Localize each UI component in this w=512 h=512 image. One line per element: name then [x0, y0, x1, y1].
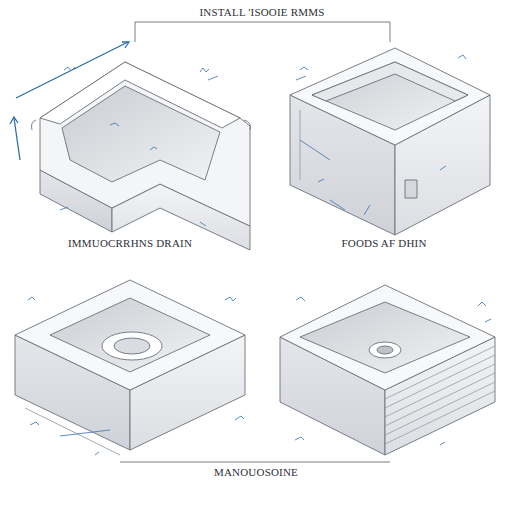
figure-label: FOODS AF DHIN: [341, 237, 426, 249]
annotation-marks: [28, 55, 491, 455]
diagram-title: INSTALL 'ISOOIE RMMS: [199, 6, 324, 18]
drain-box-ribbed: [280, 285, 495, 455]
figure-label: IMMUOCRRHNS DRAIN: [68, 237, 192, 249]
drain-box-open: [290, 48, 490, 235]
rib-lines: [385, 346, 495, 444]
gutter-corner: [32, 62, 251, 250]
diagram-caption: MANOUOSOINE: [214, 466, 298, 478]
drain-box-round: [15, 280, 245, 455]
dimension-lines: [10, 42, 129, 160]
